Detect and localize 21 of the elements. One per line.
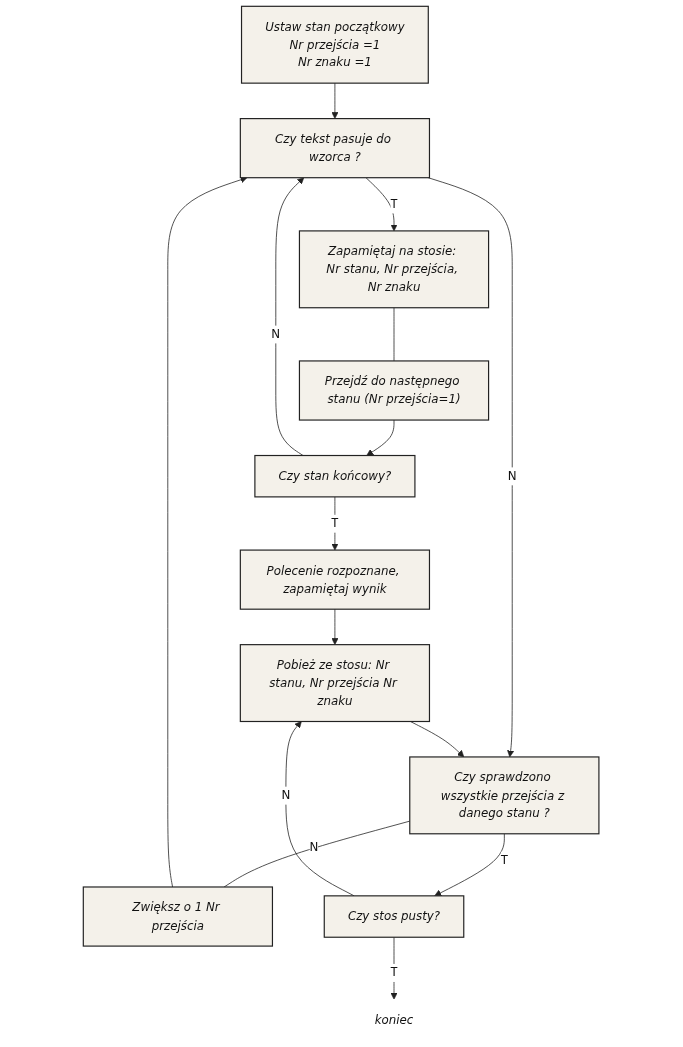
edge-label: N [508, 468, 518, 484]
node-box: Czy stos pusty? [324, 895, 465, 938]
node-box: Zwiększ o 1 Nr przejścia [83, 886, 274, 947]
edge-label: T [390, 965, 399, 980]
connector [394, 307, 395, 362]
edge-label: T [501, 853, 509, 868]
node-box: Zapamiętaj na stosie: Nr stanu, Nr przejścia, Nr znaku [299, 230, 490, 309]
edge-label: N [271, 327, 281, 342]
connector [224, 820, 411, 888]
edge-label: T [390, 197, 399, 212]
node-text: koniec [375, 1012, 414, 1027]
node-box: Polecenie rozpoznane, zapamiętaj wynik [240, 549, 431, 610]
edge-label: N [281, 788, 291, 803]
node-box: Pobież ze stosu: Nr stanu, Nr przejścia Nr znaku [240, 644, 431, 723]
node-box: Czy sprawdzono wszystkie przejścia z danego stanu ? [409, 756, 600, 835]
edge-label: T [331, 516, 339, 531]
edge-label: N [309, 839, 319, 855]
node-box: Czy tekst pasuje do wzorca ? [240, 118, 431, 179]
node-box: Ustaw stan początkowy Nr przejścia =1 Nr znaku =1 [241, 5, 430, 84]
node-box: Czy stan końcowy? [254, 454, 416, 498]
node-box: Przejdź do następnego stanu (Nr przejścia=1) [299, 360, 490, 421]
